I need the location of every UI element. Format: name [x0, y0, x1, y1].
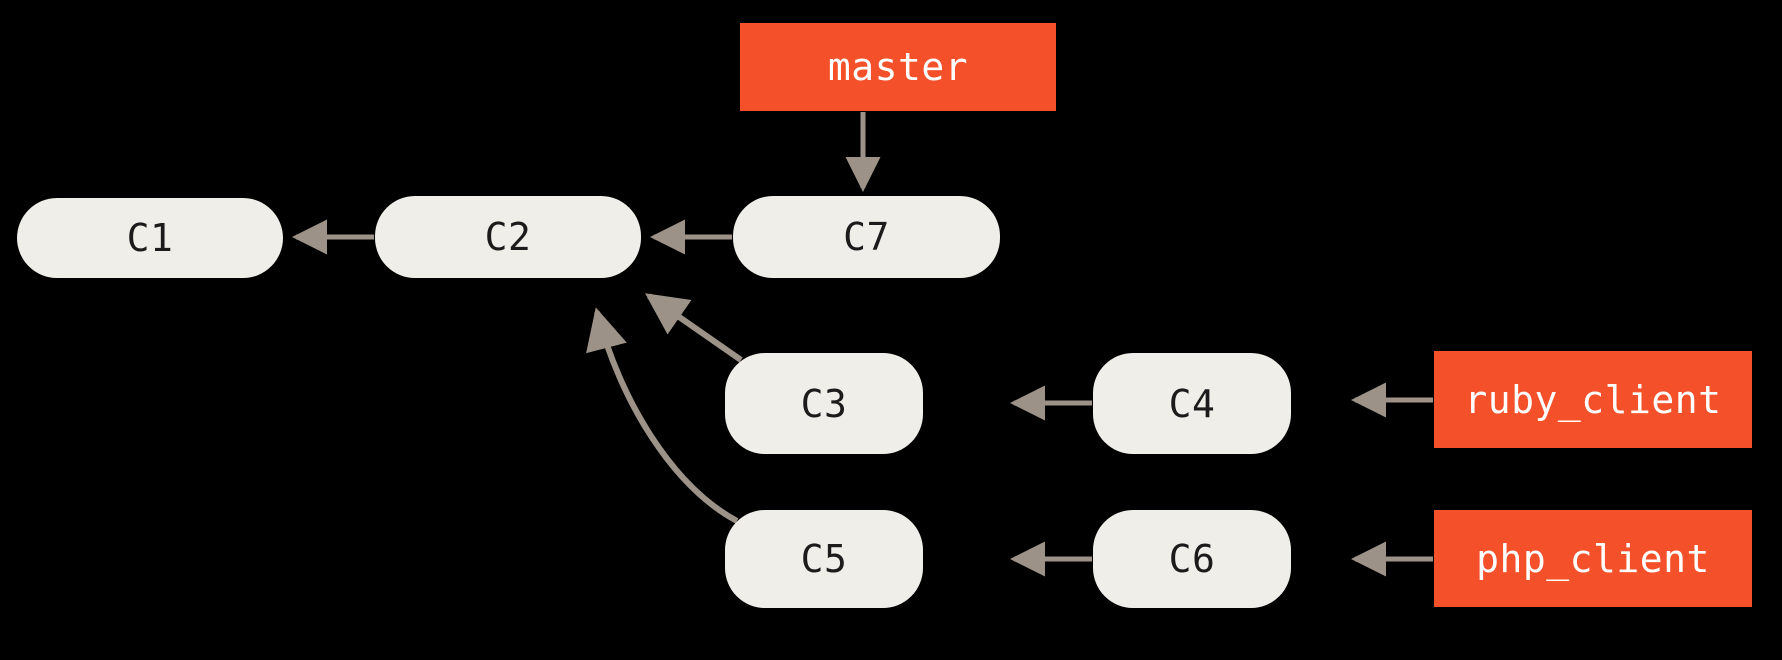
- edge-c5-to-c2: [586, 307, 739, 524]
- branch-label-php-client[interactable]: php_client: [1434, 510, 1752, 607]
- branch-label-master[interactable]: master: [740, 23, 1056, 111]
- branch-text-php-client: php_client: [1476, 536, 1710, 581]
- commit-label-c6: C6: [1168, 537, 1216, 581]
- commit-label-c3: C3: [800, 381, 848, 426]
- commit-node-c5[interactable]: C5: [725, 510, 923, 608]
- branch-text-ruby-client: ruby_client: [1464, 377, 1722, 422]
- commit-node-c1[interactable]: C1: [17, 198, 283, 278]
- commit-node-c2[interactable]: C2: [375, 196, 641, 278]
- commit-label-c4: C4: [1168, 381, 1216, 426]
- edge-c3-to-c2: [645, 293, 743, 363]
- commit-node-c7[interactable]: C7: [733, 196, 1000, 278]
- commit-node-c6[interactable]: C6: [1093, 510, 1291, 608]
- branch-text-master: master: [827, 45, 969, 89]
- commit-label-c7: C7: [843, 215, 890, 259]
- commit-label-c2: C2: [484, 215, 532, 259]
- commit-node-c4[interactable]: C4: [1093, 353, 1291, 454]
- commit-label-c1: C1: [126, 216, 174, 260]
- branch-label-ruby-client[interactable]: ruby_client: [1434, 351, 1752, 448]
- commit-node-c3[interactable]: C3: [725, 353, 923, 454]
- commit-label-c5: C5: [800, 537, 848, 581]
